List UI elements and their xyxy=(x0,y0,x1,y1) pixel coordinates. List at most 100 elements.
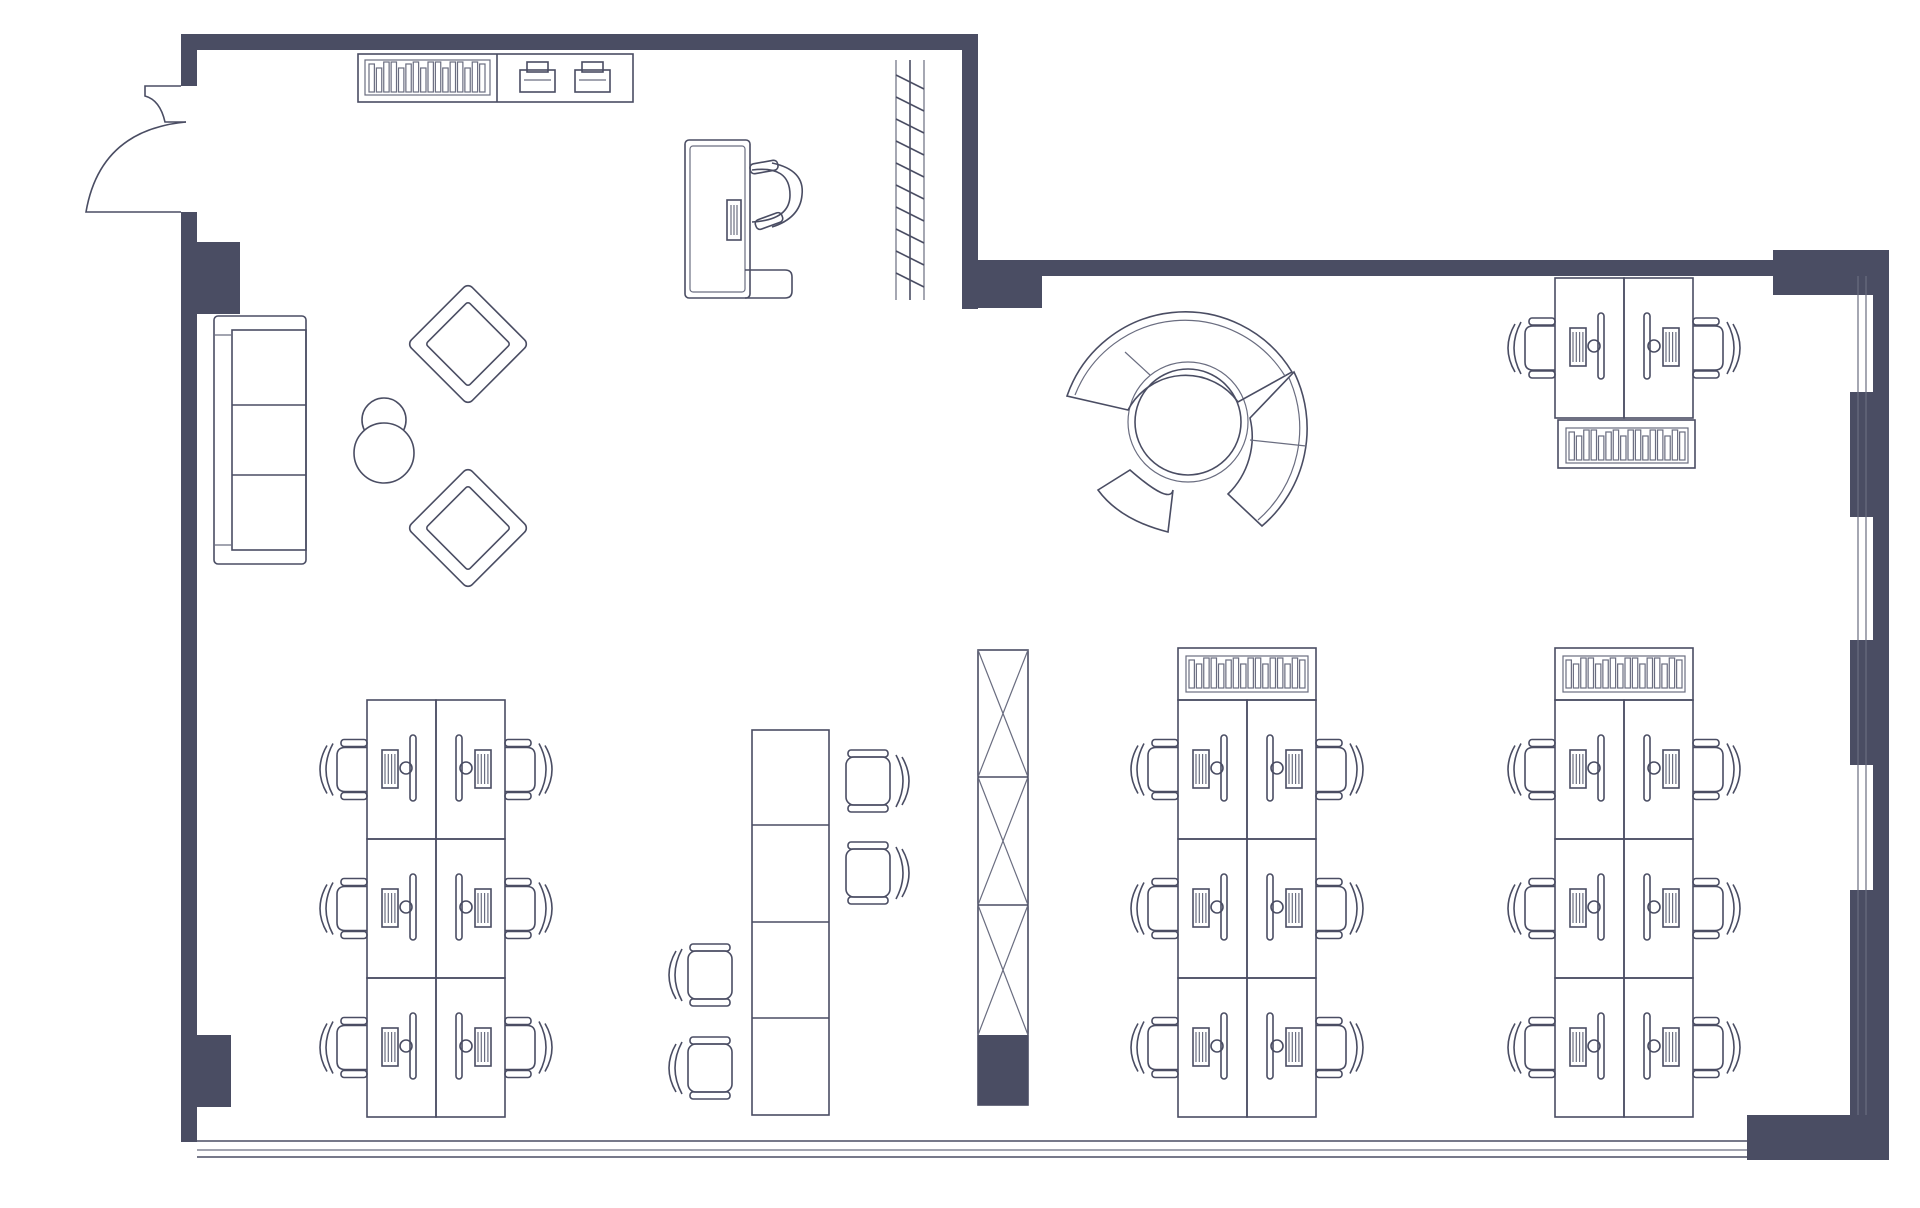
monitor xyxy=(1643,873,1651,941)
desk-cluster xyxy=(1507,699,1741,1118)
binder xyxy=(1627,429,1634,461)
keyboard xyxy=(474,1027,492,1067)
monitor xyxy=(1597,312,1605,380)
chair xyxy=(668,943,733,1007)
office-chair xyxy=(1692,317,1741,379)
binder xyxy=(1210,657,1218,689)
keyboard xyxy=(1285,888,1303,928)
office-chair xyxy=(504,877,553,940)
keyboard xyxy=(1285,749,1303,789)
binder xyxy=(427,61,434,93)
binder xyxy=(1609,657,1617,689)
mouse xyxy=(399,761,413,775)
workstation xyxy=(1177,977,1248,1118)
office-chair xyxy=(1130,738,1179,801)
binder xyxy=(1225,659,1232,689)
binder xyxy=(1612,429,1620,461)
coat-rack xyxy=(895,60,925,300)
walls xyxy=(181,34,1889,1160)
mouse xyxy=(1270,900,1284,914)
hanger xyxy=(895,184,925,200)
office-chair xyxy=(504,1016,553,1079)
binder xyxy=(397,67,405,93)
binder xyxy=(1661,663,1668,689)
bookcase xyxy=(1177,647,1317,701)
keyboard xyxy=(1662,327,1680,367)
binder xyxy=(1605,431,1612,461)
mouse xyxy=(459,900,473,914)
mouse xyxy=(459,1039,473,1053)
binder xyxy=(383,61,390,93)
workstation xyxy=(1246,977,1317,1118)
monitor xyxy=(455,873,463,941)
keyboard xyxy=(381,1027,399,1067)
mouse xyxy=(1210,1039,1224,1053)
workstation xyxy=(435,699,506,840)
hanger xyxy=(895,206,925,222)
binder xyxy=(1646,657,1654,689)
armchair xyxy=(408,468,528,588)
office-chair xyxy=(319,738,368,801)
binder xyxy=(1649,429,1657,461)
binder xyxy=(1203,657,1210,689)
office-chair xyxy=(1507,738,1556,801)
keyboard xyxy=(1662,1027,1680,1067)
workstation xyxy=(1554,277,1625,419)
binder xyxy=(1664,435,1671,461)
mouse xyxy=(1270,761,1284,775)
keyboard xyxy=(1569,327,1587,367)
bookcase xyxy=(1554,647,1694,701)
keyboard xyxy=(1192,1027,1210,1067)
binder xyxy=(1656,429,1664,461)
office-chair xyxy=(1315,1016,1364,1079)
binder xyxy=(1620,435,1627,461)
workstation xyxy=(435,838,506,979)
binder xyxy=(449,61,457,93)
mouse xyxy=(1587,1039,1601,1053)
monitor xyxy=(409,1012,417,1080)
binder xyxy=(1617,663,1624,689)
office-chair xyxy=(1130,1016,1179,1079)
hanger xyxy=(895,162,925,178)
keyboard xyxy=(381,749,399,789)
binder xyxy=(1291,657,1299,689)
office-chair xyxy=(1692,738,1741,801)
keyboard xyxy=(1662,749,1680,789)
keyboard xyxy=(1569,749,1587,789)
sofa xyxy=(213,315,307,565)
workstation xyxy=(366,838,437,979)
office-chair xyxy=(319,1016,368,1079)
armchair xyxy=(408,284,528,404)
binder xyxy=(1580,657,1587,689)
monitor xyxy=(1597,1012,1605,1080)
entrance-door xyxy=(85,85,187,213)
office-chair xyxy=(504,738,553,801)
reception-desk xyxy=(684,139,793,299)
office-chair xyxy=(319,877,368,940)
keyboard xyxy=(1285,1027,1303,1067)
reception-chair xyxy=(749,159,803,231)
binder xyxy=(456,61,464,93)
binder xyxy=(1597,435,1605,461)
desk-cluster xyxy=(1130,699,1364,1118)
monitor xyxy=(1597,873,1605,941)
monitor xyxy=(1597,734,1605,802)
office-chair xyxy=(1130,877,1179,940)
binder xyxy=(1587,657,1595,689)
mouse xyxy=(1647,339,1661,353)
workstation xyxy=(1623,277,1694,419)
binder xyxy=(1284,663,1291,689)
monitor xyxy=(1643,1012,1651,1080)
binder xyxy=(405,63,412,93)
mouse xyxy=(1210,900,1224,914)
round-meeting-table xyxy=(1065,311,1308,533)
binder xyxy=(1676,659,1683,689)
office-chair xyxy=(1315,877,1364,940)
mouse xyxy=(1647,1039,1661,1053)
binder xyxy=(479,63,486,93)
hanger xyxy=(895,140,925,156)
hanger xyxy=(895,96,925,112)
mouse xyxy=(399,1039,413,1053)
workstation xyxy=(1177,838,1248,979)
